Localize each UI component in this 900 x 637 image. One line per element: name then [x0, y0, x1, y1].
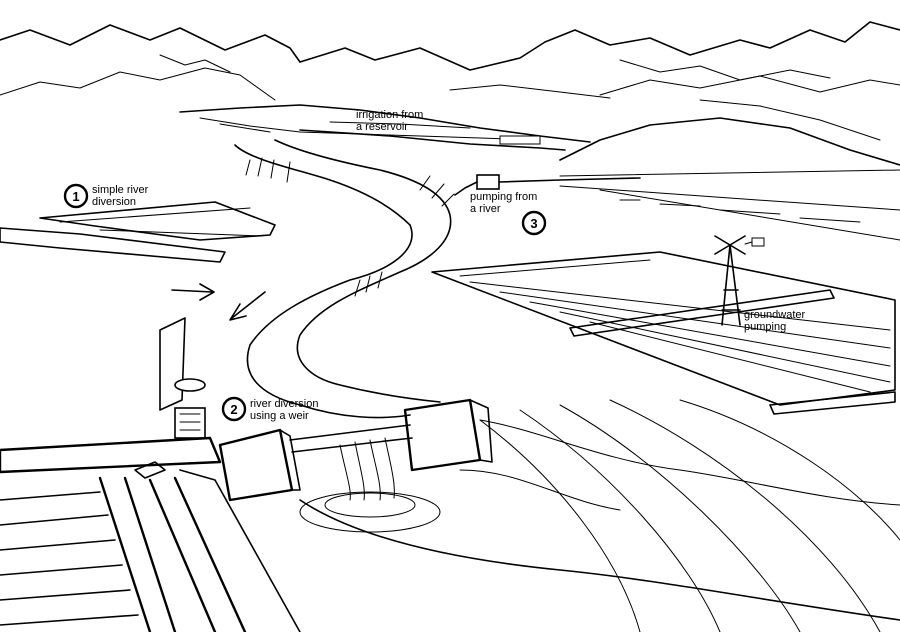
marker-3: 3 [521, 210, 547, 236]
label-simple-diversion: simple river diversion [92, 184, 149, 208]
weir-structure [159, 317, 900, 621]
simple-diversion-fields [0, 201, 276, 263]
mountain-range [0, 21, 900, 166]
marker-1-number: 1 [72, 189, 79, 204]
pumping-station [454, 169, 900, 241]
label-pumping-river-line1: pumping from [470, 191, 537, 203]
label-simple-diversion-line2: diversion [92, 196, 136, 208]
label-weir: river diversion using a weir [250, 398, 318, 422]
marker-1: 1 [63, 183, 89, 209]
marker-2-number: 2 [230, 402, 237, 417]
groundwater-fields [431, 235, 896, 415]
marker-3-number: 3 [530, 216, 537, 231]
label-weir-line1: river diversion [250, 398, 318, 410]
label-pumping-river-line2: a river [470, 203, 501, 215]
label-weir-line2: using a weir [250, 410, 309, 422]
label-reservoir-line1: irrigation from [356, 109, 423, 121]
label-simple-diversion-line1: simple river [92, 184, 149, 196]
label-reservoir: irrigation from a reservoir [356, 109, 423, 133]
marker-2: 2 [221, 396, 247, 422]
label-groundwater-line1: groundwater [744, 309, 805, 321]
foreground-canal [0, 399, 900, 634]
river [171, 139, 455, 419]
reservoir [179, 104, 591, 151]
label-pumping-river: pumping from a river [470, 191, 537, 215]
label-reservoir-line2: a reservoir [356, 121, 408, 133]
label-groundwater: groundwater pumping [744, 309, 805, 333]
label-groundwater-line2: pumping [744, 321, 786, 333]
